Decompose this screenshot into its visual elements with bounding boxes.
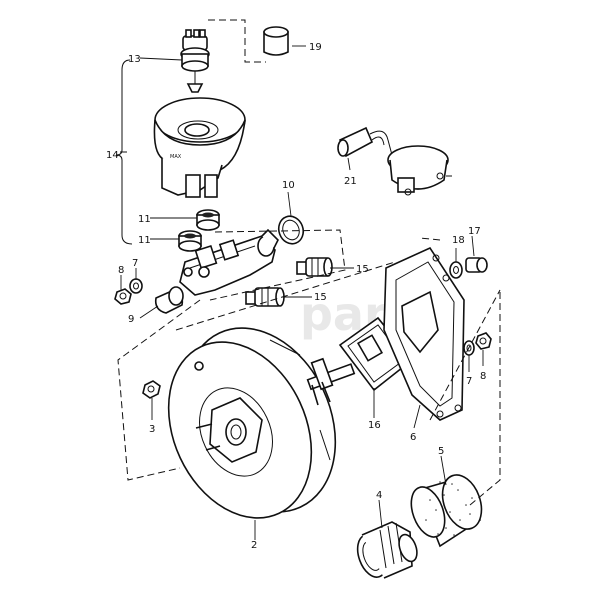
callout-11-upper: 11	[138, 214, 151, 225]
part-10-o-ring	[277, 215, 305, 245]
callout-9: 9	[128, 314, 134, 325]
callout-labels: 13 19 14 10 11 11 21 8 7 9 15 15 18 17 3…	[106, 42, 486, 551]
callout-7-left: 7	[132, 258, 138, 269]
callout-2: 2	[251, 540, 257, 551]
part-4-boot	[356, 521, 418, 579]
link-13-19	[208, 19, 266, 63]
part-17-bushing	[465, 257, 488, 273]
part-5-filter	[410, 474, 483, 548]
master-cylinder	[179, 228, 279, 296]
callout-14: 14	[106, 150, 119, 161]
callout-17: 17	[468, 226, 481, 237]
part-15-valve-upper	[296, 257, 333, 277]
callout-8-left: 8	[118, 265, 124, 276]
part-11-grommet-lower	[178, 230, 202, 252]
callout-7-right: 7	[466, 376, 472, 387]
callout-16: 16	[368, 420, 381, 431]
callout-15-lower: 15	[314, 292, 327, 303]
svg-text:MAX: MAX	[170, 154, 182, 160]
part-13-reservoir-cap	[180, 29, 210, 93]
callout-5: 5	[438, 446, 444, 457]
part-19-cap	[263, 26, 289, 56]
callout-19: 19	[309, 42, 322, 53]
callout-10: 10	[282, 180, 295, 191]
callout-11-lower: 11	[138, 235, 151, 246]
callout-4: 4	[376, 490, 382, 501]
part-2-brake-booster	[167, 327, 356, 519]
part-15-valve-lower	[245, 287, 285, 307]
part-7-washer-left	[129, 278, 143, 294]
assembly-lines	[117, 151, 501, 506]
part-3-nut	[142, 380, 161, 399]
callout-13: 13	[128, 54, 141, 65]
part-8-nut-left	[114, 288, 132, 305]
part-18-washer	[449, 261, 463, 279]
callout-8-right: 8	[480, 371, 486, 382]
part-8-nut-right	[475, 332, 492, 350]
part-6-mounting-bracket	[383, 246, 465, 421]
part-14-fluid-reservoir: MAX	[153, 97, 246, 198]
leader-lines	[120, 45, 484, 540]
callout-6: 6	[410, 432, 416, 443]
callout-3: 3	[149, 424, 155, 435]
bracket-14	[115, 59, 133, 245]
callout-21: 21	[344, 176, 357, 187]
part-9-plug	[154, 286, 184, 314]
part-11-grommet-upper	[196, 209, 220, 231]
callout-15-upper: 15	[356, 264, 369, 275]
callout-18: 18	[452, 235, 465, 246]
part-21-level-sensor	[337, 126, 452, 196]
